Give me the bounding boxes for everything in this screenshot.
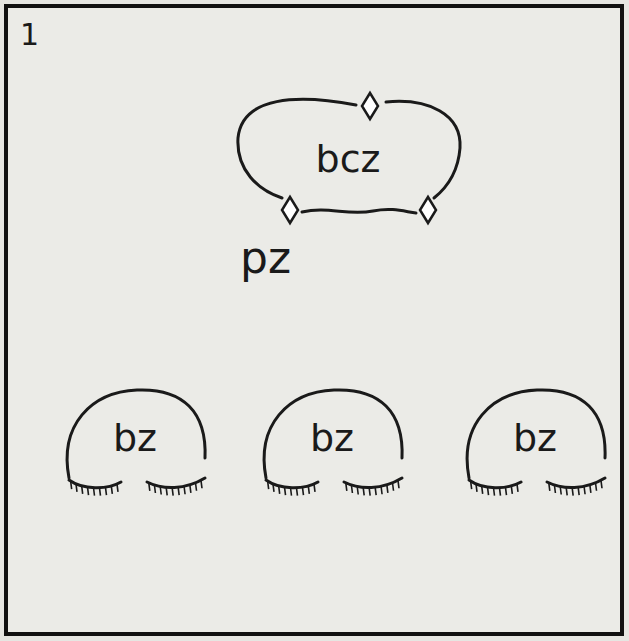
- node-label: bz: [513, 418, 557, 460]
- hatch-tick: [302, 487, 303, 495]
- observation-diamond: [362, 93, 378, 119]
- hatch-tick: [375, 487, 376, 495]
- hatch-tick: [111, 486, 112, 494]
- hatch-tick: [351, 485, 352, 493]
- outline-arc: [67, 390, 205, 478]
- hatch-tick: [88, 487, 89, 495]
- frame-rect: [6, 6, 622, 634]
- outline-line: [302, 209, 416, 213]
- hatch-tick: [117, 484, 118, 492]
- hatch-tick: [549, 483, 550, 491]
- hatch-tick: [290, 488, 291, 496]
- hatch-tick: [308, 486, 309, 494]
- hatch-tick: [590, 485, 591, 493]
- hatch-tick: [482, 486, 483, 494]
- hatch-tick: [105, 487, 106, 495]
- hatch-tick: [99, 488, 100, 496]
- hatch-tick: [178, 487, 179, 495]
- hatch-tick: [76, 484, 77, 492]
- hatch-tick: [578, 487, 579, 495]
- hatch-tick: [93, 488, 94, 496]
- hatch-tick: [517, 484, 518, 492]
- hatch-tick: [346, 483, 347, 491]
- observation-diamond: [282, 197, 298, 223]
- hatch-tick: [554, 485, 555, 493]
- hatch-tick: [601, 480, 602, 488]
- hatch-tick: [190, 485, 191, 493]
- hatch-tick: [160, 486, 161, 494]
- hatch-tick: [387, 485, 388, 493]
- node-label: bz: [310, 418, 354, 460]
- hatch-tick: [285, 487, 286, 495]
- hatch-tick: [154, 485, 155, 493]
- hatch-tick: [279, 486, 280, 494]
- position-shape: bz: [55, 380, 215, 510]
- hatch-tick: [393, 483, 394, 491]
- hatch-tick: [357, 486, 358, 494]
- outline-arc: [386, 101, 460, 198]
- position-shape: bz: [455, 380, 615, 510]
- hatch-tick: [381, 486, 382, 494]
- hatch-tick: [166, 487, 167, 495]
- hatch-tick: [268, 481, 269, 489]
- hatch-tick: [314, 484, 315, 492]
- hatch-tick: [560, 486, 561, 494]
- outline-arc: [467, 390, 605, 478]
- hatch-tick: [566, 487, 567, 495]
- hatch-tick: [476, 484, 477, 492]
- hatch-tick: [493, 488, 494, 496]
- hatch-tick: [201, 480, 202, 488]
- figure-number: 1: [20, 18, 39, 51]
- hatch-tick: [296, 488, 297, 496]
- hatch-tick: [196, 483, 197, 491]
- hatch-tick: [584, 486, 585, 494]
- command-post-shape: bcz: [228, 88, 468, 223]
- observation-diamond: [420, 197, 436, 223]
- hatch-tick: [572, 488, 573, 496]
- outline-arc: [264, 390, 402, 478]
- node-label: bcz: [316, 139, 381, 181]
- hatch-tick: [172, 488, 173, 496]
- area-label: pz: [240, 234, 291, 282]
- hatch-tick: [499, 488, 500, 496]
- hatch-tick: [149, 483, 150, 491]
- hatch-tick: [505, 487, 506, 495]
- hatch-tick: [488, 487, 489, 495]
- hatch-tick: [369, 488, 370, 496]
- hatch-tick: [82, 486, 83, 494]
- position-shape: bz: [252, 380, 412, 510]
- hatch-tick: [363, 487, 364, 495]
- hatch-tick: [596, 483, 597, 491]
- hatch-tick: [471, 481, 472, 489]
- hatch-tick: [511, 486, 514, 494]
- hatch-tick: [273, 484, 274, 492]
- hatch-tick: [184, 486, 185, 494]
- hatch-tick: [398, 480, 399, 488]
- hatch-tick: [71, 481, 72, 489]
- node-label: bz: [113, 418, 157, 460]
